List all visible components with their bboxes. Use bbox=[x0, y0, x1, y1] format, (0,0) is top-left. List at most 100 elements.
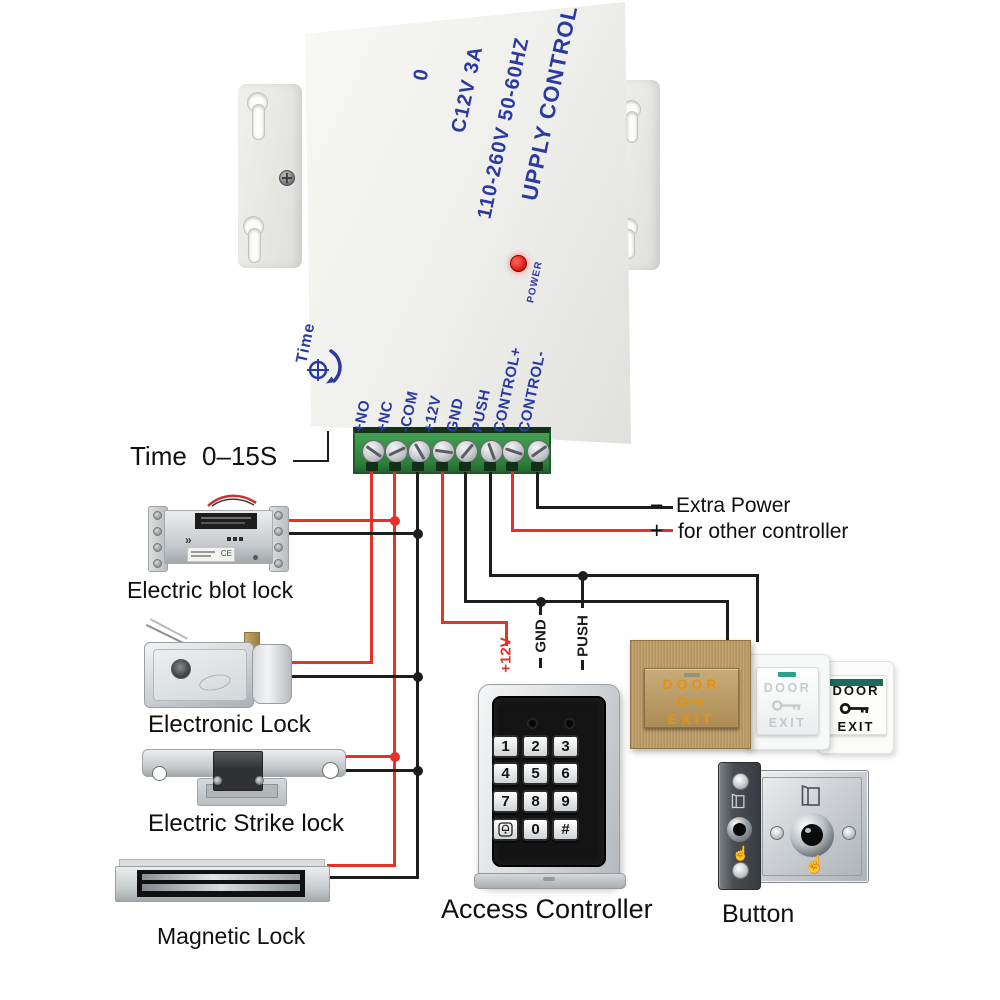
terminal-screw[interactable] bbox=[408, 440, 431, 463]
terminal-slot bbox=[506, 462, 518, 471]
terminal-slot bbox=[484, 462, 496, 471]
wire-segment bbox=[464, 600, 729, 603]
mounting-ear-left bbox=[238, 84, 302, 268]
exit-button-gold[interactable]: DOOR EXIT bbox=[630, 640, 751, 749]
keypad-key-2[interactable]: 2 bbox=[522, 735, 549, 758]
wire-segment bbox=[293, 460, 329, 462]
door-text: DOOR bbox=[763, 680, 812, 695]
wire-junction-dot bbox=[390, 516, 400, 526]
keypad-key-1[interactable]: 1 bbox=[492, 735, 519, 758]
hand-icon: ☝ bbox=[732, 845, 750, 861]
steel-exit-button-square[interactable]: ☝ bbox=[755, 770, 869, 883]
strike-lock-caption: Electric Strike lock bbox=[148, 810, 345, 837]
wire-label-push: PUSH bbox=[574, 615, 592, 657]
wire-junction-dot bbox=[413, 766, 423, 776]
wire-segment bbox=[581, 574, 584, 608]
wire-segment bbox=[464, 472, 467, 602]
bolt-lock-label-plate bbox=[195, 513, 257, 529]
wire-junction-dot bbox=[536, 597, 546, 607]
terminal-slot bbox=[389, 462, 401, 471]
wire-segment bbox=[536, 506, 673, 509]
keypad-key-bell-icon[interactable] bbox=[492, 818, 519, 841]
electronic-lock bbox=[140, 616, 292, 712]
wire-segment bbox=[287, 519, 396, 522]
access-controller-caption: Access Controller bbox=[441, 894, 653, 924]
keypad-key-8[interactable]: 8 bbox=[522, 790, 549, 813]
wire-segment bbox=[539, 600, 542, 615]
wire-junction-dot bbox=[578, 571, 588, 581]
keypad-key-3[interactable]: 3 bbox=[552, 735, 579, 758]
terminal-screw[interactable] bbox=[527, 440, 550, 463]
wire-label-gnd: GND bbox=[532, 619, 550, 653]
keypad-key-7[interactable]: 7 bbox=[492, 790, 519, 813]
extra-power-plus: + bbox=[650, 517, 664, 543]
keypad-status-led bbox=[528, 719, 537, 728]
terminal-screw[interactable] bbox=[432, 440, 455, 463]
keypad-key-6[interactable]: 6 bbox=[552, 762, 579, 785]
push-button[interactable] bbox=[790, 813, 834, 857]
extra-power-line1: Extra Power bbox=[676, 494, 791, 517]
electronic-lock-body bbox=[144, 642, 254, 708]
wire-junction-dot bbox=[413, 672, 423, 682]
exit-button-white[interactable]: DOOR EXIT bbox=[744, 654, 830, 750]
keypad-status-led bbox=[565, 719, 574, 728]
keypad-base bbox=[474, 873, 626, 889]
wire-segment bbox=[441, 621, 508, 624]
terminal-slot bbox=[436, 462, 448, 471]
keypad-key-hash[interactable]: # bbox=[552, 818, 579, 841]
key-icon bbox=[839, 702, 869, 714]
wire-segment bbox=[370, 472, 373, 664]
push-button[interactable] bbox=[727, 817, 752, 842]
wire-segment bbox=[335, 769, 419, 772]
terminal-screw[interactable] bbox=[362, 440, 385, 463]
door-icon bbox=[801, 784, 820, 806]
wire-segment bbox=[489, 472, 492, 576]
keypad-key-9[interactable]: 9 bbox=[552, 790, 579, 813]
extra-power-line2: for other controller bbox=[678, 520, 849, 543]
terminal-screw[interactable] bbox=[502, 440, 525, 463]
magnetic-lock-caption: Magnetic Lock bbox=[157, 923, 306, 949]
terminal-slot bbox=[412, 462, 424, 471]
keypad-key-5[interactable]: 5 bbox=[522, 762, 549, 785]
time-range-label: Time 0–15S bbox=[130, 441, 278, 471]
electronic-lock-cylinder bbox=[252, 644, 292, 704]
steel-exit-button-narrow[interactable]: ☝ bbox=[718, 762, 761, 890]
magnetic-lock bbox=[115, 853, 330, 905]
terminal-screw[interactable] bbox=[385, 440, 408, 463]
bolt-lock-body: » CE bbox=[164, 510, 273, 564]
wire-segment bbox=[335, 755, 396, 758]
bolt-lock-caption: Electric blot lock bbox=[127, 577, 294, 603]
keypad-key-0[interactable]: 0 bbox=[522, 818, 549, 841]
wire-segment bbox=[441, 472, 444, 624]
wire-segment bbox=[489, 574, 759, 577]
keyhole-slot bbox=[252, 104, 265, 140]
door-text: DOOR bbox=[662, 676, 721, 692]
wire-segment bbox=[536, 472, 539, 509]
button-caption: Button bbox=[722, 900, 795, 928]
wire-junction-dot bbox=[413, 529, 423, 539]
exit-text: EXIT bbox=[768, 715, 807, 730]
electric-strike-lock bbox=[140, 746, 348, 808]
mounting-screw bbox=[279, 170, 295, 186]
keypad-key-4[interactable]: 4 bbox=[492, 762, 519, 785]
wire-segment bbox=[726, 600, 729, 642]
keyhole-slot bbox=[248, 228, 261, 263]
indicator-stripe bbox=[828, 679, 883, 686]
wire-segment bbox=[505, 621, 508, 646]
extra-power-minus: − bbox=[650, 492, 664, 518]
wire-segment bbox=[581, 660, 584, 670]
terminal-screw[interactable] bbox=[480, 440, 503, 463]
indicator-slot bbox=[684, 673, 700, 677]
hand-icon: ☝ bbox=[804, 855, 826, 874]
wire-segment bbox=[287, 532, 419, 535]
wire-segment bbox=[327, 876, 419, 879]
key-icon bbox=[676, 696, 703, 707]
exit-text: EXIT bbox=[837, 718, 875, 734]
exit-text: EXIT bbox=[667, 711, 716, 727]
time-adjust-knob-icon[interactable] bbox=[298, 344, 348, 394]
wire-segment bbox=[327, 431, 329, 462]
power-supply-box bbox=[305, 2, 631, 444]
terminal-screw[interactable] bbox=[455, 440, 478, 463]
